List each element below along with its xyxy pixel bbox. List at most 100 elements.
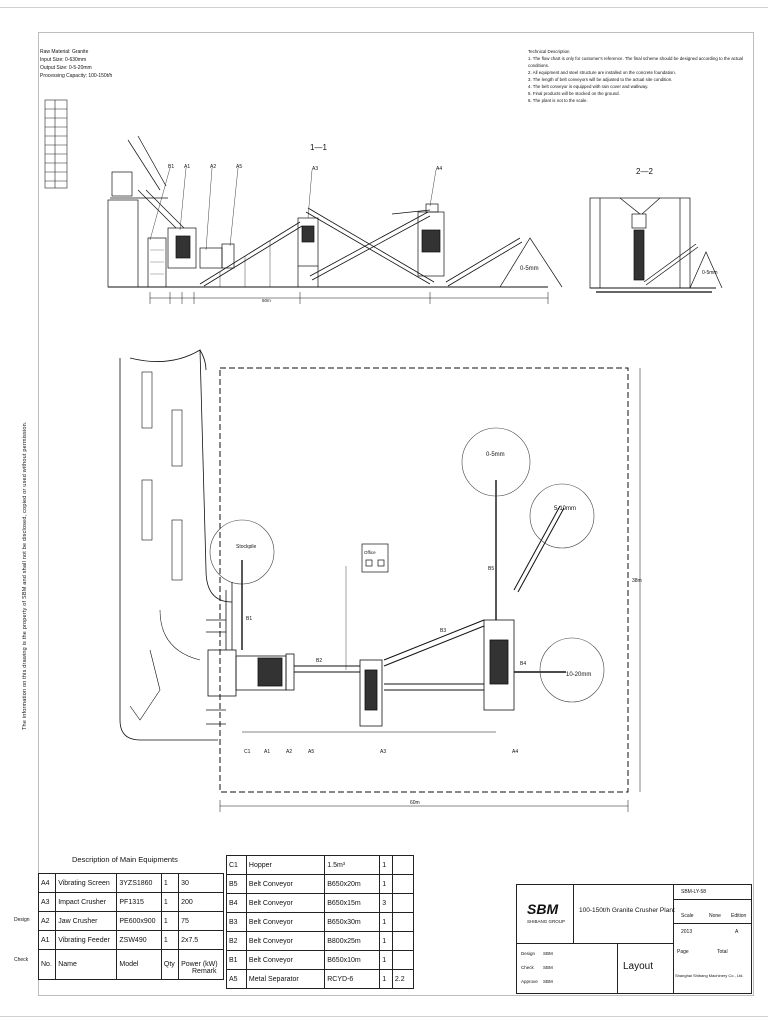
table-cell: Belt Conveyor bbox=[245, 893, 326, 913]
dim-label: 60m bbox=[262, 298, 271, 303]
stockpile-shape bbox=[499, 237, 563, 288]
impact-crusher-a3 bbox=[297, 217, 319, 287]
drawing-meta: SBM-LY-58 Scale None Edition 2013 A bbox=[673, 885, 751, 943]
table-cell bbox=[391, 893, 415, 913]
access-road bbox=[119, 349, 233, 741]
table-cell bbox=[391, 912, 415, 932]
role-approve: Approve bbox=[521, 979, 538, 984]
stock-ring-1 bbox=[461, 427, 531, 497]
table-cell bbox=[391, 855, 415, 875]
table-cell: RCYD-6 bbox=[324, 969, 381, 989]
feeder-structure bbox=[107, 135, 235, 288]
date-value: 2013 bbox=[681, 929, 693, 935]
table-cell: 3YZS1860 bbox=[116, 873, 162, 893]
table-cell: Vibrating Feeder bbox=[55, 930, 118, 950]
screen-plan bbox=[483, 480, 566, 711]
table-cell: B1 bbox=[226, 950, 247, 970]
table-cell: C1 bbox=[226, 855, 247, 875]
table-cell: PF1315 bbox=[116, 892, 162, 912]
edition-label: Edition bbox=[731, 913, 747, 919]
plan-label-a5: A5 bbox=[308, 749, 314, 755]
roles-cell: Design SBM Check SBM Approve SBM bbox=[517, 943, 618, 993]
drawing-name-cell: Layout bbox=[617, 943, 674, 993]
side-label-check: Check bbox=[14, 957, 29, 963]
plan-label-a4: A4 bbox=[512, 749, 518, 755]
label-a2: A2 bbox=[210, 164, 216, 170]
table-cell: B650x30m bbox=[324, 912, 381, 932]
plan-conveyors bbox=[242, 619, 496, 733]
table-cell bbox=[391, 874, 415, 894]
table-cell: PE600x900 bbox=[116, 911, 162, 931]
plan-height-dim: 38m bbox=[632, 578, 642, 584]
table-cell: 200 bbox=[178, 892, 224, 912]
section-2-title: 2—2 bbox=[636, 167, 653, 176]
table-cell: A4 bbox=[37, 873, 57, 893]
table-header: Power (kW) bbox=[178, 949, 224, 980]
plan-label-c1: C1 bbox=[244, 749, 251, 755]
legend-table bbox=[44, 99, 68, 189]
table-cell: 1 bbox=[160, 892, 180, 912]
table-cell: A2 bbox=[37, 911, 57, 931]
table-cell: B4 bbox=[226, 893, 247, 913]
label-a3: A3 bbox=[312, 166, 318, 172]
table-cell: 1 bbox=[379, 931, 393, 951]
header-note-line: Output Size: 0-5-20mm bbox=[40, 65, 92, 71]
table-header: Qty bbox=[160, 949, 180, 980]
plan-label-b5: B5 bbox=[488, 566, 494, 572]
plan-view: Stockpile 0-5mm 5-10mm 10- bbox=[119, 349, 642, 812]
elevation-views: 1—1 2—2 bbox=[44, 99, 723, 304]
table-cell: ZSW490 bbox=[116, 930, 162, 950]
office-block bbox=[345, 543, 389, 670]
section-1-title: 1—1 bbox=[310, 143, 327, 152]
table-cell bbox=[391, 950, 415, 970]
table-cell: 3 bbox=[379, 893, 393, 913]
tech-note-line: 2. All equipment and steel structure are… bbox=[528, 70, 676, 75]
impact-crusher-plan bbox=[359, 659, 383, 727]
table-cell: B800x25m bbox=[324, 931, 381, 951]
conveyor-b2 bbox=[199, 221, 303, 287]
conveyor-b3 bbox=[305, 207, 435, 285]
stockpile-label: 0-5mm bbox=[520, 266, 539, 272]
role-design-name: SBM bbox=[543, 951, 553, 956]
table-cell: 30 bbox=[178, 873, 224, 893]
table-cell: A3 bbox=[37, 892, 57, 912]
office-label: Office bbox=[364, 550, 376, 555]
table-cell: Belt Conveyor bbox=[245, 874, 326, 894]
plan-label-b2: B2 bbox=[316, 658, 322, 664]
role-approve-name: SBM bbox=[543, 979, 553, 984]
primary-station bbox=[206, 560, 295, 725]
header-note-line: Input Size: 0-630mm bbox=[40, 57, 87, 63]
table-cell: Impact Crusher bbox=[55, 892, 118, 912]
sheet-label: Total bbox=[717, 949, 728, 955]
project-cell: 100-150t/h Granite Crusher Plant bbox=[573, 885, 675, 944]
drawing-sheet bbox=[38, 32, 754, 996]
table-cell: 1 bbox=[160, 930, 180, 950]
table-cell: B650x15m bbox=[324, 893, 381, 913]
tech-note-line: 4. The belt conveyor is equipped with ra… bbox=[528, 84, 649, 89]
company-name: Shanghai Shibang Machinery Co., Ltd. bbox=[675, 973, 744, 978]
section-2-stock: 0-5mm bbox=[702, 270, 718, 276]
stock-ring-3-label: 10-20mm bbox=[566, 672, 591, 678]
screen-a4 bbox=[417, 203, 445, 277]
table-cell: 1 bbox=[379, 912, 393, 932]
role-check: Check bbox=[521, 965, 534, 970]
role-design: Design bbox=[521, 951, 536, 956]
header-notes: Raw Material: Granite Input Size: 0-630m… bbox=[40, 48, 112, 80]
label-a1: A1 bbox=[184, 164, 190, 170]
plan-label-b3: B3 bbox=[440, 628, 446, 634]
label-a4: A4 bbox=[436, 166, 442, 172]
table-cell: 2.2 bbox=[391, 969, 415, 989]
side-label-design: Design bbox=[14, 917, 30, 923]
page-label: Page bbox=[677, 949, 689, 955]
table-cell: B650x10m bbox=[324, 950, 381, 970]
